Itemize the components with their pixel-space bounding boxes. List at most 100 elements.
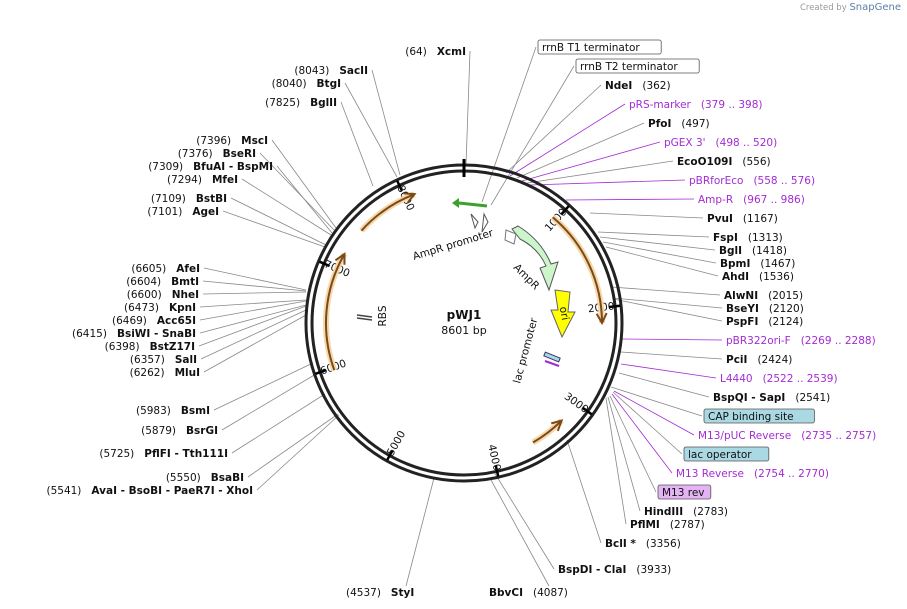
leader-line bbox=[602, 241, 717, 264]
leader-line bbox=[611, 393, 673, 474]
scale-tick bbox=[386, 449, 394, 461]
snapgene-credit: Created by SnapGene bbox=[799, 2, 901, 13]
leader-line bbox=[202, 291, 307, 295]
leader-line bbox=[203, 267, 307, 291]
enzyme-label: BpmI(1467) bbox=[720, 258, 795, 270]
leader-line bbox=[609, 395, 657, 493]
leader-line bbox=[199, 300, 307, 321]
leader-line bbox=[241, 178, 332, 236]
scale-tick bbox=[494, 465, 500, 477]
feature-arc-halo bbox=[359, 191, 416, 233]
leader-line bbox=[566, 439, 602, 544]
leader-line bbox=[599, 236, 716, 251]
leader-line bbox=[605, 397, 627, 525]
primer-label: Amp-R(967 .. 986) bbox=[698, 194, 805, 206]
leader-line bbox=[612, 297, 723, 309]
leader-line bbox=[221, 373, 317, 431]
scale-tick bbox=[608, 304, 621, 309]
primer-label: M13 Reverse(2754 .. 2770) bbox=[676, 468, 829, 480]
leader-line bbox=[213, 362, 314, 411]
enzyme-label: (6357)SalI bbox=[130, 354, 197, 366]
leader-line bbox=[344, 82, 398, 178]
enzyme-label: FspI(1313) bbox=[713, 232, 783, 244]
enzyme-label: (7376)BseRI bbox=[178, 148, 256, 160]
enzyme-label: BbvCI(4087) bbox=[489, 587, 568, 599]
enzyme-label: (5550)BsaBI bbox=[166, 472, 244, 484]
leader-line bbox=[526, 160, 674, 184]
feature-arc bbox=[360, 193, 415, 232]
enzyme-label: (6605)AfeI bbox=[131, 263, 200, 275]
leader-line bbox=[405, 477, 435, 587]
enzyme-label: (6262)MluI bbox=[130, 367, 200, 379]
leader-line bbox=[199, 299, 307, 308]
ampR-arrow bbox=[511, 225, 559, 292]
leader-line bbox=[619, 338, 723, 341]
leader-line bbox=[610, 386, 703, 417]
promoter-arrow bbox=[458, 201, 488, 208]
feature-label: AmpR promoter bbox=[411, 227, 495, 263]
leader-line bbox=[371, 69, 401, 176]
feature-box-label: rrnB T2 terminator bbox=[580, 61, 678, 73]
inner-ring bbox=[310, 169, 618, 477]
outer-ring bbox=[304, 163, 624, 483]
feature-label: AmpR bbox=[511, 262, 542, 293]
feature-label: lac promoter bbox=[511, 316, 540, 385]
primer-label: pBRforEco(558 .. 576) bbox=[689, 175, 815, 187]
promoter-arrow-head bbox=[452, 198, 459, 208]
enzyme-label: (5725)PflFI - Tth111I bbox=[99, 448, 228, 460]
leader-line bbox=[521, 141, 661, 182]
leader-line bbox=[230, 197, 327, 246]
rbs-mark bbox=[356, 314, 373, 321]
feature-box-label: lac operator bbox=[688, 449, 752, 461]
leader-line bbox=[247, 413, 339, 478]
lac-feature bbox=[543, 351, 561, 363]
leader-line bbox=[607, 396, 641, 512]
leader-line bbox=[202, 280, 307, 292]
ori-arrow bbox=[550, 289, 576, 339]
enzyme-label: (6469)Acc65I bbox=[112, 315, 196, 327]
enzyme-label: NdeI(362) bbox=[605, 80, 671, 92]
feature-box bbox=[703, 408, 815, 424]
enzyme-label: (7294)MfeI bbox=[167, 174, 238, 186]
scale-tick-label: 5000 bbox=[385, 429, 409, 458]
feature-box bbox=[575, 58, 700, 74]
leader-line bbox=[481, 46, 537, 203]
enzyme-label: HindIII(2783) bbox=[644, 506, 728, 518]
enzyme-label: (6473)KpnI bbox=[124, 302, 196, 314]
feature-arc-head bbox=[403, 192, 417, 204]
leader-line bbox=[222, 210, 326, 248]
enzyme-label: BspQI - SapI(2541) bbox=[713, 392, 830, 404]
feature-arc-head bbox=[595, 312, 608, 326]
leader-line bbox=[597, 231, 710, 238]
leader-line bbox=[493, 471, 555, 570]
terminator-mark bbox=[470, 213, 479, 230]
leader-line bbox=[529, 179, 686, 186]
feature-arc-head bbox=[334, 252, 346, 265]
leader-line bbox=[565, 198, 695, 201]
leader-line bbox=[465, 50, 471, 166]
ampR-promoter-mark bbox=[504, 229, 517, 245]
enzyme-label: (7396)MscI bbox=[196, 135, 268, 147]
leader-line bbox=[618, 372, 710, 398]
scale-tick bbox=[582, 406, 593, 416]
leader-line bbox=[259, 152, 335, 231]
plasmid-size: 8601 bp bbox=[441, 324, 486, 337]
enzyme-label: (7101)AgeI bbox=[147, 206, 219, 218]
leader-line bbox=[490, 479, 550, 587]
primer-label: pRS-marker(379 .. 398) bbox=[629, 99, 763, 111]
enzyme-label: (5983)BsmI bbox=[136, 405, 210, 417]
scale-tick bbox=[318, 260, 331, 268]
enzyme-label: (64)XcmI bbox=[405, 46, 466, 58]
feature-label: RBS bbox=[377, 305, 389, 326]
enzyme-label: BspDI - ClaI(3933) bbox=[558, 564, 671, 576]
enzyme-label: (5541)AvaI - BsoBI - PaeR7I - XhoI bbox=[46, 485, 253, 497]
enzyme-label: AhdI(1536) bbox=[722, 271, 794, 283]
terminator-mark bbox=[481, 212, 489, 233]
leader-line bbox=[612, 298, 723, 322]
enzyme-label: (7309)BfuAI - BspMI bbox=[148, 161, 273, 173]
enzyme-label: BglI(1418) bbox=[719, 245, 787, 257]
primer-label: pBR322ori-F(2269 .. 2288) bbox=[726, 335, 876, 347]
leader-line bbox=[516, 122, 645, 179]
scale-tick bbox=[560, 205, 570, 216]
leader-lines bbox=[198, 46, 723, 587]
